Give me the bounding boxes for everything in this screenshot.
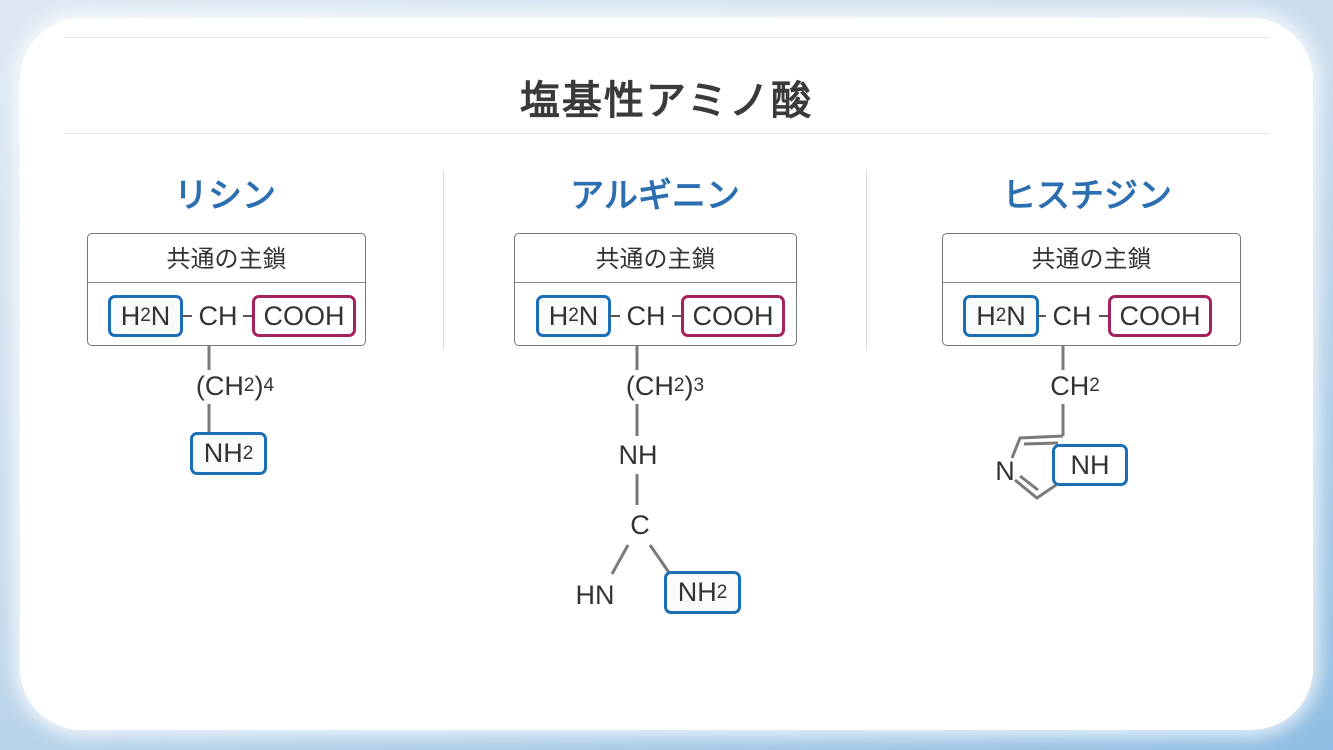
carboxyl-group-highlight [1108,295,1212,337]
common-chain-label: 共通の主鎖 [943,234,1240,283]
column-divider [866,170,867,350]
alpha-carbon: CH [198,300,238,331]
column-divider [443,170,444,350]
common-chain-label: 共通の主鎖 [88,234,365,283]
arginine-nh: NH [618,439,658,470]
side-amino-highlight [190,432,267,475]
carboxyl-group: COOH [692,300,774,331]
histidine-name: ヒスチジン [1002,176,1172,216]
imidazole-n: N [995,455,1015,486]
carboxyl-group: COOH [263,300,345,331]
side-amino-highlight [664,571,741,614]
carboxyl-group-highlight [252,295,356,337]
imidazole-nh: NH [1070,449,1110,480]
amino-group-highlight [963,295,1039,337]
lysine-name: リシン [174,176,276,216]
common-chain-label: 共通の主鎖 [515,234,796,283]
alpha-carbon: CH [1052,300,1092,331]
arginine-c: C [630,509,650,540]
alpha-carbon: CH [626,300,666,331]
arginine-name: アルギニン [570,176,740,216]
imidazole-nh-highlight [1052,444,1128,486]
title-divider [64,133,1269,134]
carboxyl-group-highlight [681,295,785,337]
arginine-hn: HN [575,579,615,610]
top-divider [64,37,1269,38]
page-title: 塩基性アミノ酸 [519,78,814,124]
amino-group-highlight [536,295,611,337]
amino-group-highlight [108,295,183,337]
carboxyl-group: COOH [1119,300,1201,331]
